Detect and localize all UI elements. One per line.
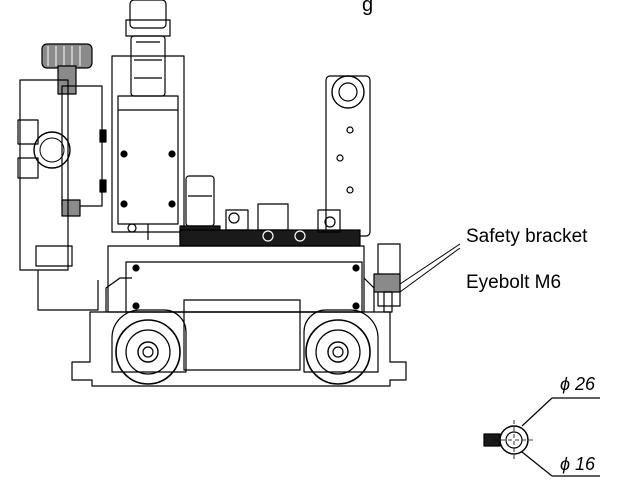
swing-arm (325, 75, 371, 237)
side-bracket (19, 79, 99, 311)
upright-block (111, 55, 185, 240)
outer-diameter-label: ϕ 26 (560, 374, 596, 394)
eyebolt-detail (483, 397, 600, 477)
wheel-left (111, 309, 187, 385)
eyebolt-label: Eyebolt M6 (466, 272, 562, 293)
clamp-block (17, 85, 107, 217)
inner-diameter-label: ϕ 16 (560, 454, 596, 474)
safety-bracket (373, 243, 401, 313)
safety-bracket-label: Safety bracket (466, 226, 588, 247)
leader-lines (399, 243, 461, 293)
partial-title: g (362, 0, 374, 16)
wheel-right (303, 309, 379, 385)
top-deck (179, 203, 361, 247)
carriage-body (107, 245, 365, 313)
top-post (125, 0, 171, 97)
